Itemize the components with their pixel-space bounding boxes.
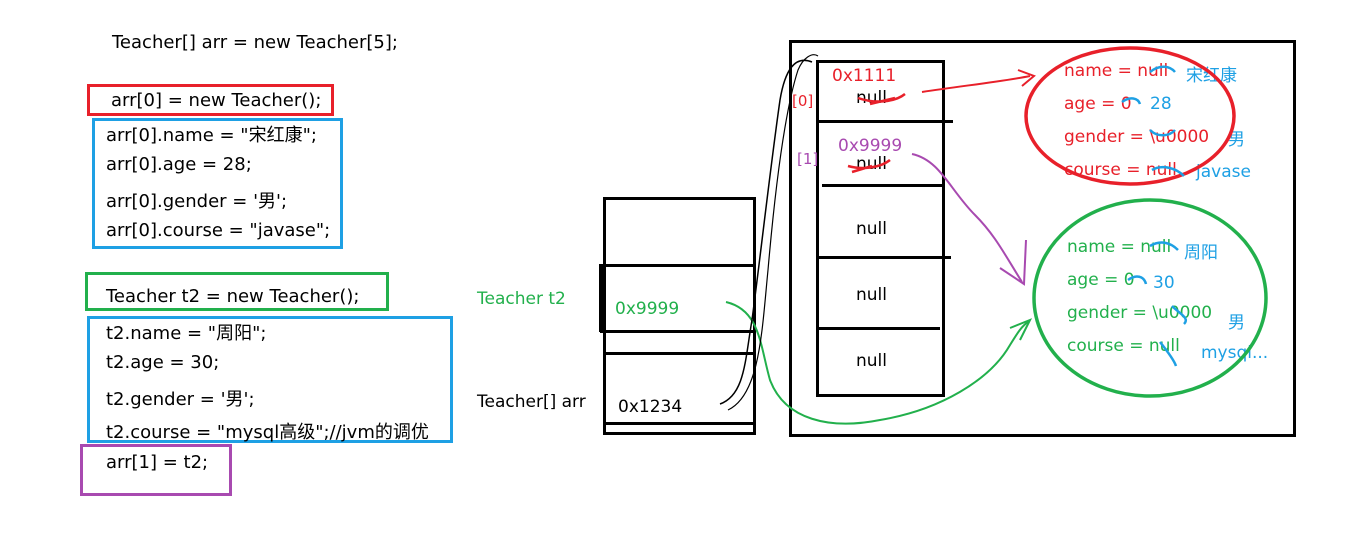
obj1-age-value: 28	[1150, 94, 1172, 114]
stack-t2-label: Teacher t2	[477, 289, 566, 309]
heap-array-divider-4	[816, 327, 940, 330]
arrow-arr-to-heap-array-2	[727, 54, 819, 411]
heap-slot1-index: [1]	[797, 150, 819, 168]
code-arr0-gender: arr[0].gender = '男';	[106, 191, 288, 212]
arrow-slot1-to-obj2	[911, 153, 1023, 283]
code-t2-name: t2.name = "周阳";	[106, 323, 267, 344]
obj2-gender-strike	[1171, 305, 1188, 325]
obj2-course-field: course = null	[1067, 336, 1180, 356]
code-line-t2-new: Teacher t2 = new Teacher();	[106, 286, 360, 307]
arrow-t2-to-obj2-head	[1009, 318, 1033, 341]
heap-array-divider-2	[822, 184, 945, 187]
stack-divider-1	[600, 264, 755, 267]
stack-frame	[603, 197, 756, 435]
arrow-t2-to-obj2	[725, 301, 1029, 425]
t2-assign-box	[87, 316, 453, 443]
code-line-array-decl: Teacher[] arr = new Teacher[5];	[112, 32, 398, 53]
obj2-name-field: name = null	[1067, 237, 1172, 257]
arr0-assign-box	[92, 118, 343, 249]
obj2-ellipse	[1032, 198, 1268, 398]
arr1-assign-box	[80, 444, 232, 496]
code-t2-gender: t2.gender = '男';	[106, 389, 255, 410]
slot0-null-strike	[857, 92, 906, 106]
t2-new-box	[85, 272, 389, 311]
stack-divider-2	[600, 330, 755, 333]
stack-divider-3	[605, 352, 755, 355]
arr0-new-box	[87, 84, 334, 116]
heap-slot0-index: [0]	[792, 92, 814, 110]
code-line-arr0-new: arr[0] = new Teacher();	[111, 90, 322, 111]
obj1-name-field: name = null	[1064, 61, 1169, 81]
arrow-arr-to-heap-array	[719, 59, 813, 405]
heap-slot0-addr: 0x1111	[832, 66, 897, 86]
obj1-gender-strike	[1149, 129, 1176, 137]
heap-frame	[789, 40, 1296, 437]
obj2-age-strike	[1127, 275, 1148, 285]
heap-array-divider-1	[816, 120, 953, 123]
obj1-course-value: javase	[1196, 162, 1251, 182]
code-arr0-age: arr[0].age = 28;	[106, 154, 252, 175]
code-arr0-course: arr[0].course = "javase";	[106, 220, 331, 241]
heap-slot3: null	[856, 285, 887, 305]
obj2-name-strike	[1149, 241, 1179, 251]
code-arr0-name: arr[0].name = "宋红康";	[106, 125, 317, 146]
heap-array-divider-3	[816, 256, 951, 259]
obj2-course-strike	[1159, 341, 1178, 367]
code-t2-course: t2.course = "mysql高级";//jvm的调优	[106, 422, 429, 443]
slot1-null-strike	[847, 158, 891, 174]
arrow-slot1-to-obj2-head	[999, 239, 1027, 286]
obj1-course-strike	[1151, 165, 1185, 177]
obj2-gender-value: 男	[1228, 313, 1245, 333]
code-t2-age: t2.age = 30;	[106, 352, 220, 373]
obj2-age-field: age = 0	[1067, 270, 1135, 290]
stack-arr-label: Teacher[] arr	[477, 392, 586, 412]
stack-left-bar	[599, 264, 604, 332]
heap-slot2: null	[856, 219, 887, 239]
stack-divider-4	[605, 422, 755, 425]
stack-arr-value: 0x1234	[618, 397, 683, 417]
obj1-name-strike	[1149, 65, 1176, 74]
obj1-age-field: age = 0	[1064, 94, 1132, 114]
code-line-arr1-assign: arr[1] = t2;	[106, 452, 209, 473]
stack-t2-value: 0x9999	[615, 299, 680, 319]
obj1-age-strike	[1121, 97, 1142, 105]
obj2-age-value: 30	[1153, 273, 1175, 293]
obj1-ellipse	[1024, 46, 1236, 186]
obj1-course-field: course = null	[1064, 160, 1177, 180]
heap-array	[816, 60, 945, 397]
arrow-slot0-to-obj1-head	[1017, 69, 1036, 87]
heap-slot1-addr: 0x9999	[838, 136, 903, 156]
obj2-name-value: 周阳	[1184, 243, 1218, 263]
obj1-gender-value: 男	[1228, 130, 1245, 150]
arrow-slot0-to-obj1	[921, 75, 1031, 93]
heap-slot4: null	[856, 351, 887, 371]
